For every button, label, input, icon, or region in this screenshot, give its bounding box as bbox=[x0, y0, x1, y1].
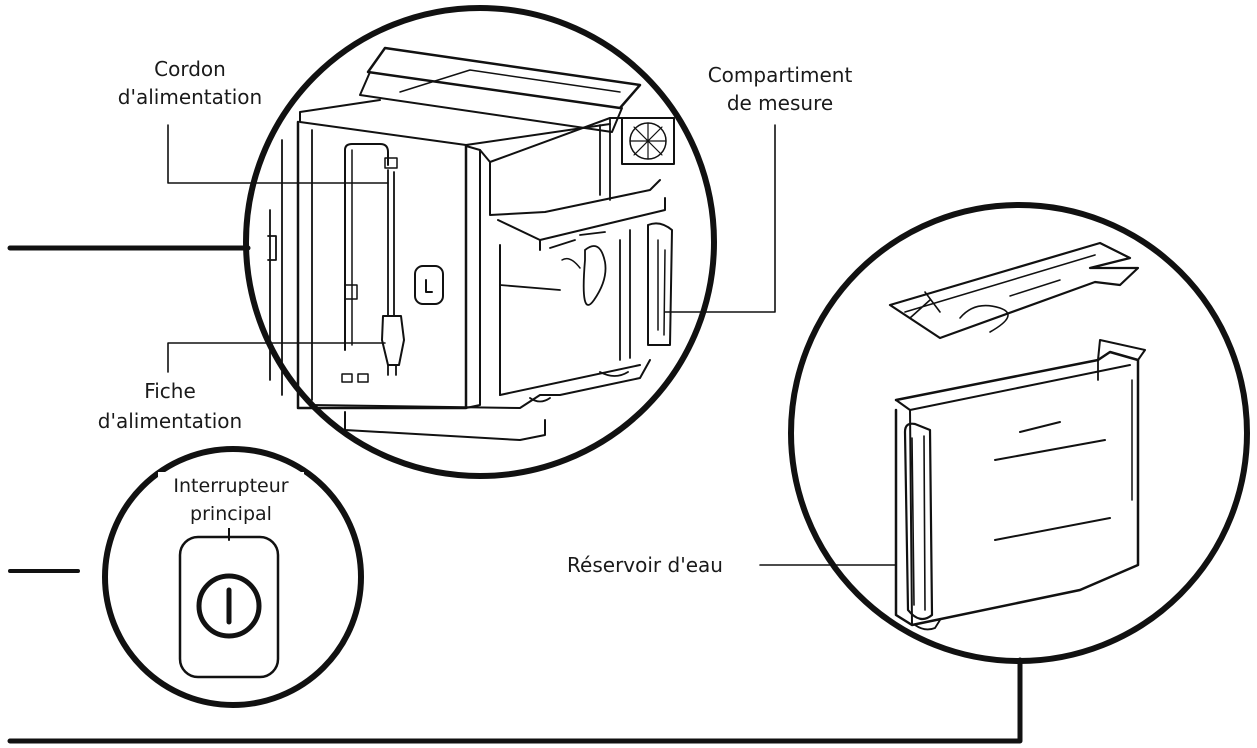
switch-label-backdrop bbox=[158, 472, 304, 528]
fan-vent-icon bbox=[621, 117, 675, 165]
leader-plug bbox=[167, 342, 386, 373]
label-switch-line1: Interrupteur bbox=[173, 475, 288, 497]
label-plug-line1: Fiche bbox=[144, 379, 196, 403]
water-tank-circle bbox=[788, 202, 1250, 664]
label-power-cord-line1: Cordon bbox=[154, 57, 226, 81]
label-power-cord-line2: d'alimentation bbox=[118, 85, 262, 109]
label-water-tank: Réservoir d'eau bbox=[567, 553, 723, 577]
label-plug-line2: d'alimentation bbox=[98, 409, 242, 433]
switch-detail-circle bbox=[102, 446, 364, 708]
connector-line-bottom bbox=[7, 657, 1023, 744]
label-measure-line2: de mesure bbox=[727, 91, 833, 115]
machine-detail-circle bbox=[243, 5, 717, 479]
leader-power-cord bbox=[167, 124, 389, 184]
label-switch-line2: principal bbox=[190, 503, 272, 525]
label-measure-line1: Compartiment bbox=[708, 63, 853, 87]
leader-measure bbox=[664, 124, 776, 313]
power-switch-icon bbox=[196, 573, 262, 639]
